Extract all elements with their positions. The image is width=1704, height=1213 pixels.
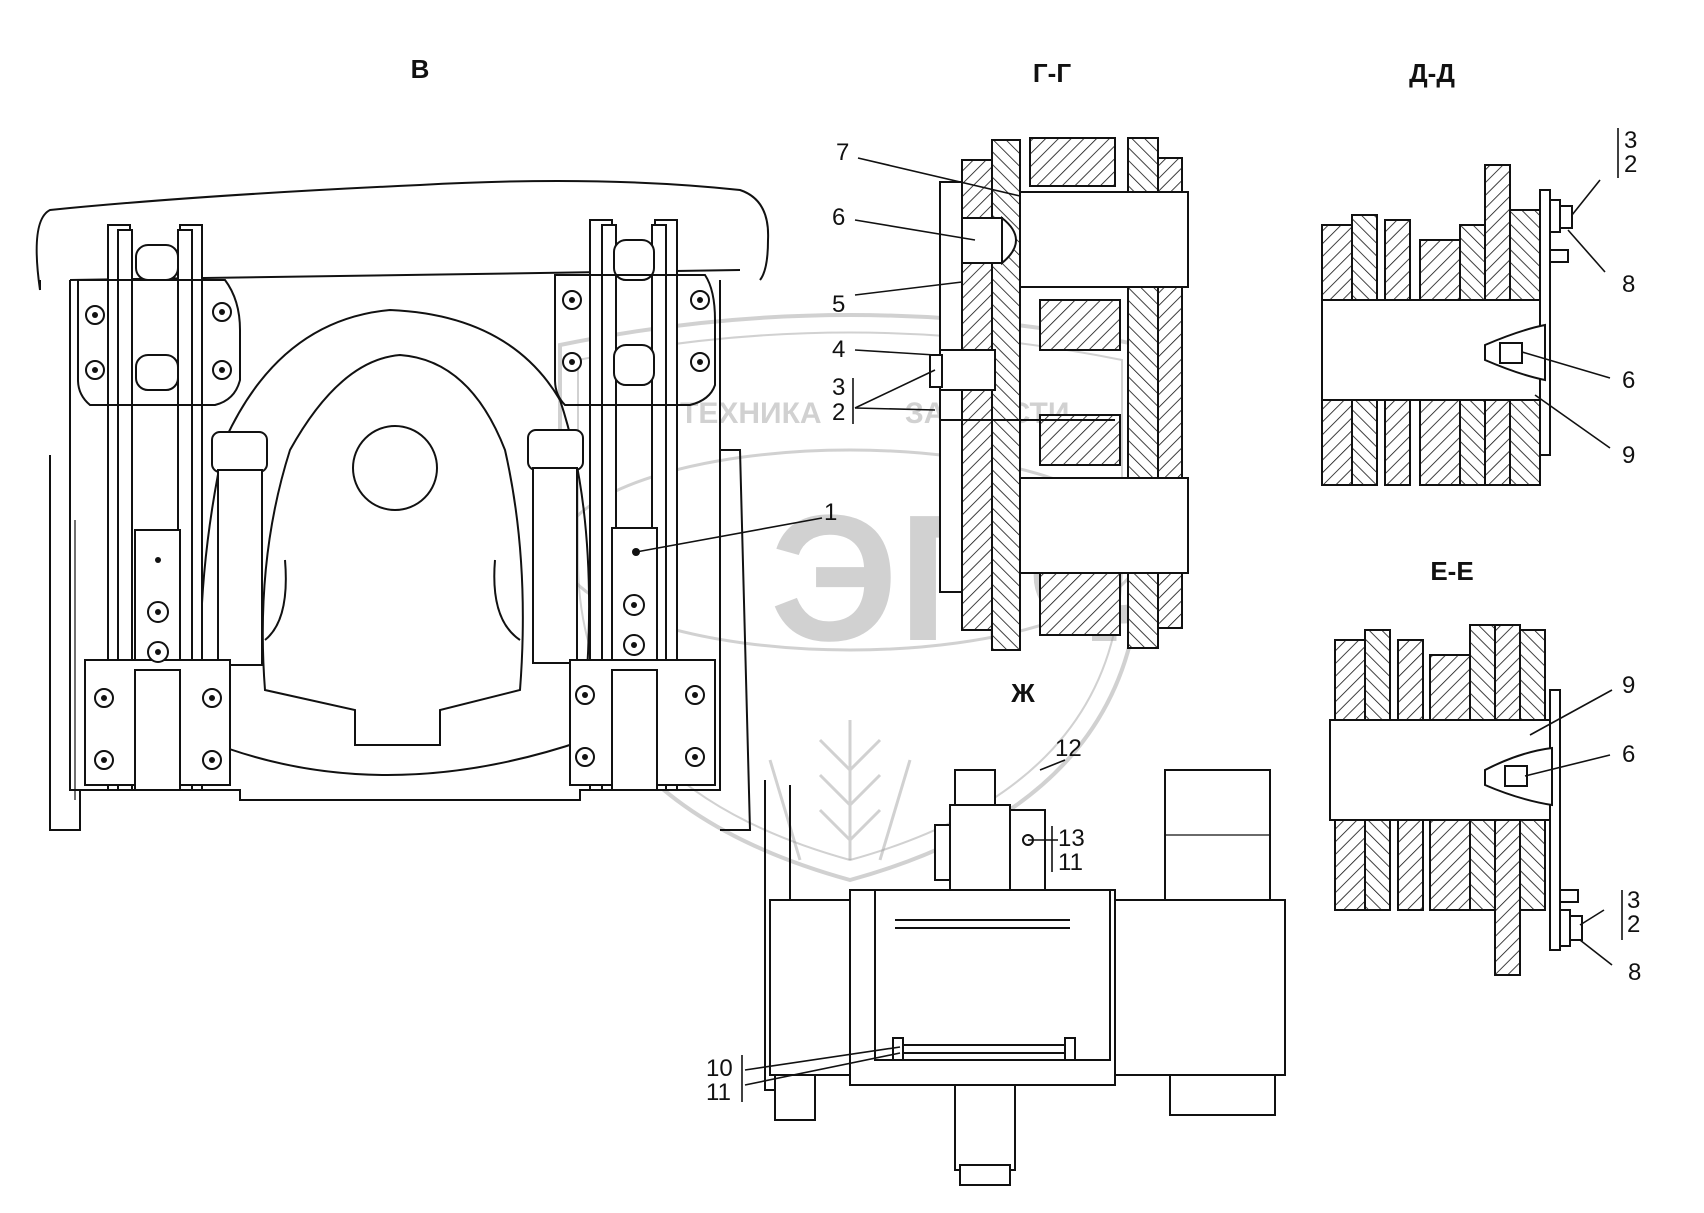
watermark-text-left: ТЕХНИКА — [680, 397, 822, 430]
callout-6: 6 — [832, 204, 845, 231]
ee-callout-9: 9 — [1622, 672, 1635, 699]
dd-callout-9: 9 — [1622, 442, 1635, 469]
zh-callout-11-top: 11 — [1058, 849, 1083, 876]
view-v-title: В — [411, 54, 430, 84]
callout-3: 3 — [832, 374, 845, 401]
dd-callout-6: 6 — [1622, 367, 1635, 394]
ee-callout-8: 8 — [1628, 959, 1641, 986]
ee-callout-3: 3 — [1627, 887, 1640, 914]
dd-callout-2: 2 — [1624, 151, 1637, 178]
zh-callout-12: 12 — [1055, 735, 1082, 762]
bolts-left — [85, 302, 232, 770]
ee-callout-2: 2 — [1627, 911, 1640, 938]
callout-5: 5 — [832, 291, 845, 318]
section-ee-title: Е-Е — [1430, 556, 1473, 586]
callout-4: 4 — [832, 336, 845, 363]
view-v — [35, 180, 823, 831]
bolts-right — [562, 290, 710, 767]
section-dd — [1321, 128, 1619, 486]
view-zh — [741, 759, 1286, 1186]
ee-callout-6: 6 — [1622, 741, 1635, 768]
section-dd-title: Д-Д — [1409, 58, 1455, 88]
callout-1: 1 — [824, 499, 837, 526]
callout-2: 2 — [832, 399, 845, 426]
callout-7: 7 — [836, 139, 849, 166]
zh-callout-11-bottom: 11 — [706, 1079, 731, 1106]
zh-callout-10: 10 — [706, 1055, 733, 1082]
section-gg-title: Г-Г — [1033, 58, 1071, 88]
section-ee — [1329, 624, 1623, 976]
dd-callout-3: 3 — [1624, 127, 1637, 154]
zh-callout-13: 13 — [1058, 825, 1085, 852]
section-gg — [852, 137, 1189, 651]
view-zh-title: Ж — [1010, 678, 1035, 708]
dd-callout-8: 8 — [1622, 271, 1635, 298]
